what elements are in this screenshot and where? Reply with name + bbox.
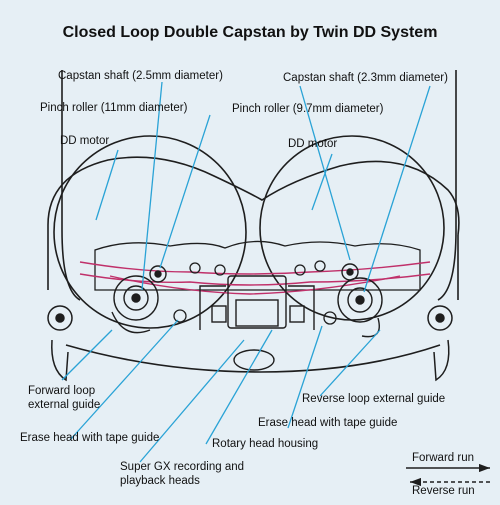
legend-reverse-run: Reverse run	[412, 485, 475, 497]
leader-lines	[61, 81, 431, 463]
label-forward-loop-2: external guide	[28, 399, 101, 411]
dd-motor-left	[53, 135, 247, 329]
label-erase-head-left: Erase head with tape guide	[20, 432, 160, 444]
label-pinch-roller-right: Pinch roller (9.7mm diameter)	[232, 103, 384, 115]
label-rotary-head-housing: Rotary head housing	[212, 438, 319, 450]
label-capstan-shaft-right: Capstan shaft (2.3mm diameter)	[283, 72, 448, 84]
tape-path	[79, 261, 431, 295]
diagram-title: Closed Loop Double Capstan by Twin DD Sy…	[62, 24, 438, 41]
guide-pins	[173, 260, 337, 325]
label-dd-motor-left: DD motor	[60, 135, 110, 147]
label-pinch-roller-left: Pinch roller (11mm diameter)	[40, 102, 188, 114]
head-housing	[199, 275, 315, 371]
left-capstan-assembly	[111, 265, 167, 334]
label-super-gx-1: Super GX recording and	[120, 461, 245, 473]
outer-housing	[47, 70, 460, 373]
label-reverse-loop: Reverse loop external guide	[302, 393, 446, 405]
right-capstan-assembly	[337, 263, 383, 338]
head-block-outline	[94, 240, 421, 291]
label-capstan-shaft-left: Capstan shaft (2.5mm diameter)	[58, 70, 223, 82]
label-erase-head-right: Erase head with tape guide	[258, 417, 398, 429]
label-forward-loop-1: Forward loop	[28, 385, 96, 397]
label-dd-motor-right: DD motor	[288, 138, 338, 150]
legend-forward-run: Forward run	[412, 452, 474, 464]
label-super-gx-2: playback heads	[120, 475, 200, 487]
outer-guide-rollers	[47, 305, 453, 382]
